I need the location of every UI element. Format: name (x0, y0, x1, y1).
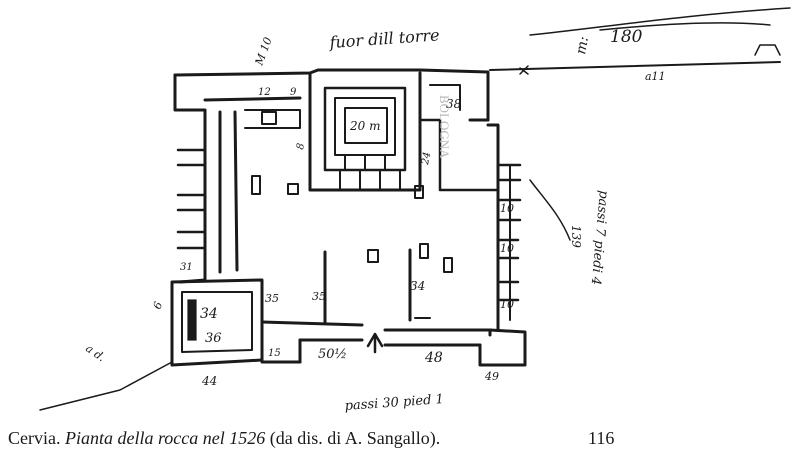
note-9: 9 (290, 87, 297, 98)
note-bottom: passi 30 pied 1 (344, 392, 444, 414)
stamp-watermark: BOLOGNA (437, 95, 452, 159)
note-35-a: 35 (312, 290, 326, 303)
note-48: 48 (424, 350, 443, 366)
external-lines (39, 7, 791, 411)
note-10-b: 10 (500, 242, 514, 255)
note-right: passi 7 piedi 4 (588, 190, 611, 286)
note-15: 15 (268, 348, 281, 359)
note-top-right-a: m: (573, 35, 592, 56)
note-36: 36 (205, 331, 222, 346)
note-12: 12 (258, 87, 271, 98)
page-number: 116 (588, 428, 615, 448)
note-35-b: 35 (265, 292, 279, 305)
fortress-walls (170, 68, 527, 367)
note-corner: M 10 (252, 36, 274, 68)
caption-place: Cervia. (8, 428, 61, 448)
note-top: fuor dill torre (328, 25, 440, 52)
caption-source: (da dis. di A. Sangallo). (269, 428, 441, 448)
note-50: 50½ (318, 347, 347, 362)
note-44: 44 (201, 374, 217, 388)
note-34-a: 34 (410, 279, 425, 293)
note-49: 49 (484, 370, 499, 383)
note-top-right-b: 180 (610, 27, 643, 47)
note-center-room: 20 m (349, 119, 380, 133)
note-31: 31 (180, 262, 193, 273)
note-10-a: 10 (500, 202, 514, 215)
note-left: a d. (83, 342, 107, 364)
note-139: 139 (569, 225, 583, 248)
caption-title: Pianta della rocca nel 1526 (64, 428, 266, 448)
note-38: 38 (446, 97, 462, 111)
note-6: 6 (151, 300, 166, 311)
note-10-c: 10 (500, 298, 514, 311)
note-8: 8 (295, 142, 307, 150)
figure-caption: Cervia. Pianta della rocca nel 1526 (da … (8, 428, 614, 449)
note-top-right-c: a11 (645, 70, 666, 83)
note-34-b: 34 (200, 306, 218, 322)
note-24: 24 (420, 151, 433, 166)
